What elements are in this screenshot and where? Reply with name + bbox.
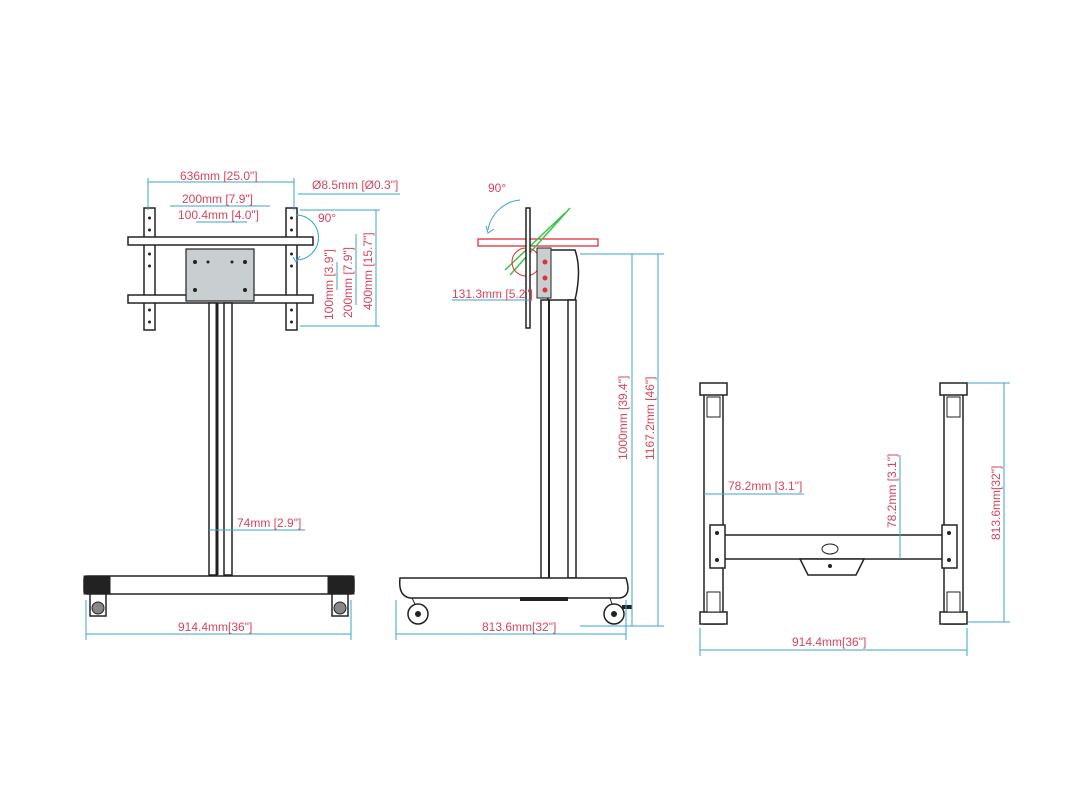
base-left-cap	[83, 575, 111, 595]
dim-base-depth: 813.6mm[32"]	[482, 620, 556, 634]
column-right	[223, 302, 233, 576]
dim-width-top: 636mm [25.0"]	[180, 169, 258, 183]
tilt-green-a	[509, 207, 571, 276]
dim-height-1167: 1167.2mm [46"]	[643, 377, 657, 460]
dim-hole-diameter: Ø8.5mm [Ø0.3"]	[312, 178, 398, 192]
dim-arm-offset-y: 78.2mm [3.1"]	[885, 454, 899, 528]
caster-right	[331, 593, 349, 617]
caster-left	[89, 593, 107, 617]
side-column-front	[540, 299, 550, 579]
left-bracket	[143, 207, 156, 331]
side-view: 90° 131.3mm	[395, 181, 664, 640]
dim-vesa-h-200: 200mm [7.9"]	[182, 192, 253, 206]
tilt-arc	[295, 214, 319, 261]
dim-top-depth: 813.6mm[32"]	[989, 466, 1003, 540]
dim-vesa-v-100: 100mm [3.9"]	[322, 249, 336, 320]
top-right-leg	[943, 385, 964, 625]
center-plate	[185, 248, 255, 302]
dim-top-width: 914.4mm[36"]	[792, 635, 866, 649]
top-view: 78.2mm [3.1"] 78.2mm [3.1"] 813.6mm[32"]…	[699, 382, 1010, 656]
side-caster-front	[407, 597, 429, 625]
top-left-leg	[703, 385, 724, 625]
upper-rail	[127, 236, 314, 246]
tilt-angle-label: 90°	[318, 211, 336, 225]
base-right-cap	[327, 575, 355, 595]
dim-arm-offset-x: 78.2mm [3.1"]	[728, 479, 802, 493]
plate-holes	[193, 260, 247, 292]
dim-vesa-h-100: 100.4mm [4.0"]	[178, 208, 259, 222]
rotate-arc	[487, 199, 521, 231]
dim-height-1000: 1000mm [39.4"]	[616, 376, 630, 460]
tilt-red-plate	[477, 238, 599, 247]
right-bracket	[285, 207, 298, 331]
dim-offset: 131.3mm [5.2"]	[452, 287, 533, 301]
dim-vesa-v-200: 200mm [7.9"]	[341, 247, 355, 318]
dim-vesa-v-400: 400mm [15.7"]	[361, 232, 375, 310]
side-base	[398, 577, 629, 599]
top-center-mount	[798, 558, 866, 576]
front-view: 636mm [25.0"] Ø8.5mm [Ø0.3"] 200mm [7.9"…	[83, 169, 400, 640]
dim-base-width: 914.4mm[36"]	[178, 620, 252, 634]
side-screen-plate	[525, 207, 531, 329]
side-caster-back	[603, 597, 632, 625]
side-column-back	[567, 299, 577, 579]
rotate-angle-label: 90°	[488, 181, 506, 195]
bracket-holes	[148, 216, 293, 324]
dim-column-width: 74mm [2.9"]	[237, 516, 301, 530]
base	[83, 575, 355, 595]
